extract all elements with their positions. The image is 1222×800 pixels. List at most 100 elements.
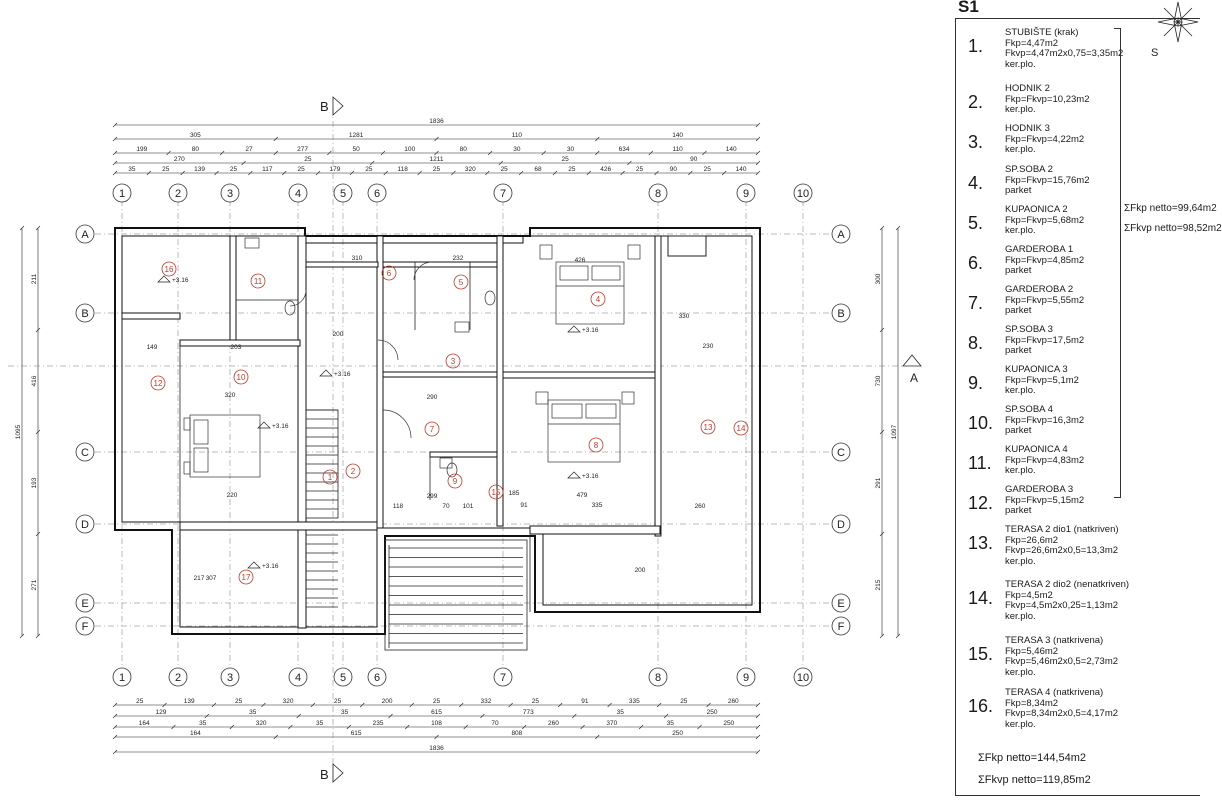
inner-dim: 118 — [393, 503, 404, 510]
bed-bedroom2-pillow — [591, 265, 621, 281]
legend-item-line: KUPAONICA 4 — [1005, 444, 1068, 455]
dim-bottom-row3-value: 320 — [256, 720, 267, 727]
legend-item-line: Fkp=Fkvp=15,76m2 — [1005, 174, 1090, 186]
grid-bubble-col-label: 5 — [340, 672, 346, 684]
dim-bottom-row3-value: 35 — [199, 720, 207, 727]
grid-bubble-col — [333, 183, 353, 203]
dim-top-row2-tick — [434, 136, 439, 142]
legend-item-line: Fkp=5,46m2 — [1005, 645, 1059, 657]
axis-label-right: A — [910, 371, 918, 385]
grid-bubble-col-label: 6 — [374, 672, 380, 684]
dim-bottom-row1-value: 25 — [136, 698, 144, 705]
legend-item-line: GARDEROBA 3 — [1005, 484, 1074, 495]
legend-item-line: parket — [1005, 425, 1032, 436]
dim-top-row3-tick — [702, 150, 707, 156]
furniture — [183, 237, 641, 478]
section-label-top: B — [320, 99, 329, 114]
grid-bubble-col — [793, 667, 813, 687]
legend-item-line: TERASA 3 (natkrivena) — [1005, 635, 1104, 646]
grid-bubble-col-label: 9 — [743, 188, 749, 200]
dim-top-row5-tick — [417, 170, 422, 176]
side-total-fkvp: ΣFkvp netto=98,52m2 — [1124, 223, 1222, 234]
dim-top-row5-tick — [112, 170, 118, 176]
toilet-bath4 — [284, 300, 296, 316]
dim-bottom-total-tick — [112, 749, 118, 755]
legend-item-line: SP.SOBA 4 — [1005, 404, 1053, 415]
bed-bedroom4-pillow — [193, 447, 209, 473]
dim-right-parts-tick — [879, 225, 885, 231]
grid-bubble-col — [288, 183, 308, 203]
grid-bubble-row — [75, 442, 95, 462]
dim-top-row3-tick — [380, 150, 386, 156]
wall-terrace4 — [121, 312, 181, 320]
dim-top-row5-value: 35 — [128, 166, 136, 173]
dim-top-row3-tick — [434, 150, 439, 156]
legend-frame — [955, 18, 1200, 796]
dim-top-total-value: 1836 — [429, 118, 444, 125]
dim-bottom-row1-tick — [409, 702, 414, 708]
legend-item-number: 14. — [968, 588, 994, 608]
dim-bottom-row4-tick — [595, 734, 600, 740]
dim-top-row4-value: 90 — [690, 156, 698, 163]
dim-bottom-row1-tick — [755, 702, 761, 708]
dim-top-row5-tick — [248, 170, 253, 176]
room-label-6: 6 — [387, 269, 392, 278]
dim-top-row5-tick — [451, 170, 456, 176]
dim-top-row3-value: 30 — [513, 146, 521, 153]
grid-bubble-row — [831, 616, 851, 636]
grid-bubble-col — [493, 667, 513, 687]
sink-bath3 — [439, 457, 453, 469]
legend-item-line: HODNIK 2 — [1005, 83, 1050, 94]
dim-top-row3-value: 634 — [619, 146, 630, 153]
section-label: S1 — [958, 0, 979, 16]
legend-item-line: ker.plo. — [1005, 555, 1036, 567]
room-marker-10 — [233, 369, 249, 385]
bed-bedroom4-pillow — [193, 419, 209, 445]
dim-bottom-row3-tick — [463, 724, 468, 730]
room-marker-16 — [161, 261, 177, 277]
dim-bottom-row1-value: 139 — [184, 698, 195, 705]
dim-bottom-row3-tick — [288, 724, 293, 730]
inner-dim: 290 — [427, 394, 438, 401]
grid-bubble-row — [831, 593, 851, 613]
legend-item-line: HODNIK 3 — [1005, 123, 1050, 134]
wall-col7 — [496, 235, 504, 527]
dim-bottom-row2-value: 35 — [341, 709, 349, 716]
nightstand — [183, 417, 191, 431]
legend-item-line: Fkp=4,47m2 — [1005, 37, 1059, 49]
door-swing — [289, 289, 307, 307]
outer-wall — [114, 227, 761, 635]
dim-bottom-total-tick — [755, 749, 761, 755]
legend-item-line: Fkp=Fkvp=16,3m2 — [1005, 414, 1085, 426]
grid-bubble-col — [220, 183, 240, 203]
dim-top-row5-value: 25 — [568, 166, 576, 173]
room-label-16: 16 — [165, 265, 174, 274]
dim-bottom-row4-tick — [112, 734, 118, 740]
inner-dim: 200 — [635, 567, 646, 574]
legend-item-line: Fkp=8,34m2 — [1005, 697, 1059, 709]
dim-top-row5-value: 68 — [534, 166, 542, 173]
legend-item-line: TERASA 2 dio1 (natkriven) — [1005, 524, 1119, 535]
legend-item-line: parket — [1005, 185, 1032, 196]
legend-item-line: Fkvp=4,47m2x0,75=3,35m2 — [1005, 48, 1124, 59]
legend-item-line: SP.SOBA 3 — [1005, 324, 1053, 335]
dim-top-row5-tick — [654, 170, 659, 176]
legend-item-line: Fkp=Fkvp=5,68m2 — [1005, 214, 1085, 226]
grid-bubble-row-label: A — [81, 229, 89, 241]
inner-dim: 217 — [194, 575, 205, 582]
legend-item-line: Fkvp=26,6m2x0,5=13,3m2 — [1005, 545, 1119, 556]
dim-bottom-row2-value: 35 — [249, 709, 257, 716]
door-swing — [377, 339, 399, 361]
dim-left-parts-value: 416 — [31, 375, 38, 386]
section-arrow-icon — [332, 763, 344, 783]
dim-bottom-row3-value: 70 — [491, 720, 499, 727]
room-marker-5 — [453, 274, 469, 290]
dim-top-row4-value: 1211 — [430, 156, 444, 163]
bed-bedroom3-pillow — [551, 403, 583, 419]
grid-bubble-col-label: 4 — [295, 188, 301, 200]
inner-dim: 330 — [679, 313, 690, 320]
